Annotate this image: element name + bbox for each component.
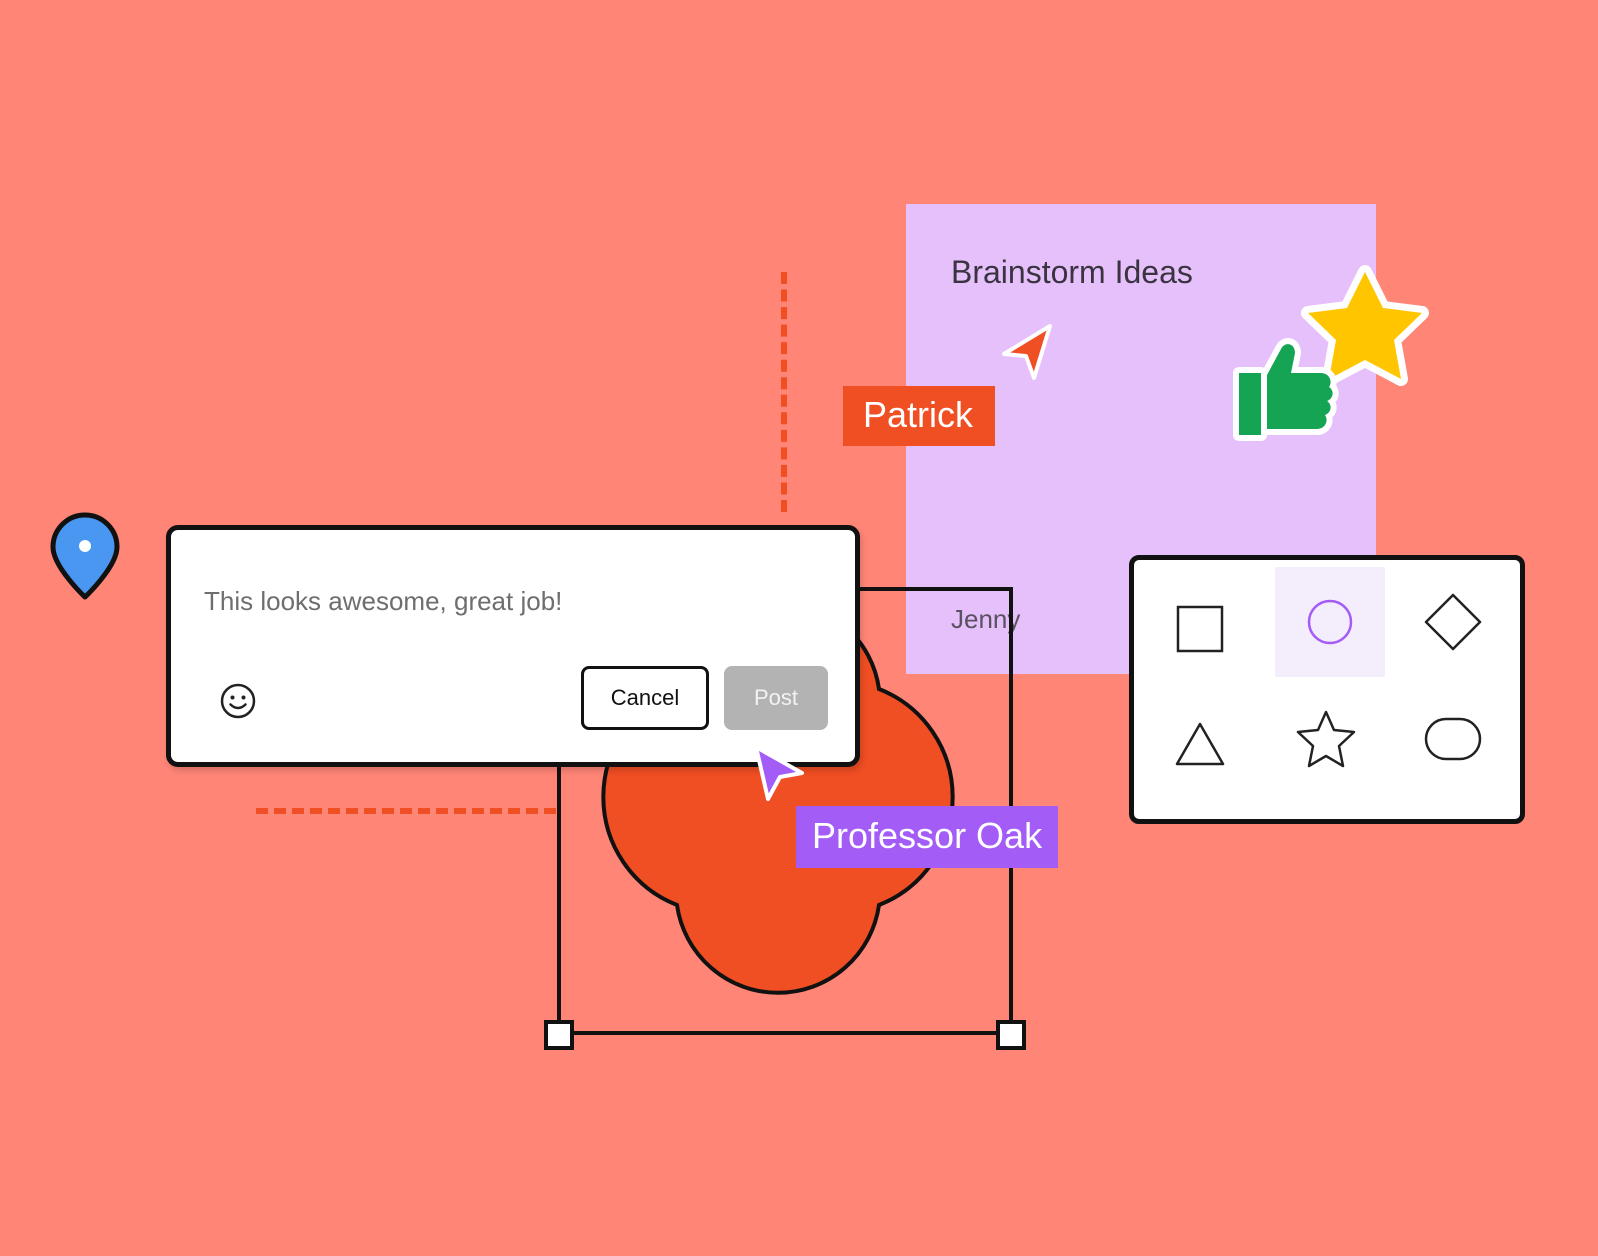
triangle-icon (1175, 722, 1225, 766)
alignment-guide-horizontal (256, 808, 556, 814)
shape-option-square[interactable] (1145, 574, 1255, 684)
rounded-rectangle-icon (1424, 717, 1482, 761)
collaborator-label-professor-oak: Professor Oak (796, 806, 1059, 868)
square-icon (1176, 605, 1224, 653)
circle-icon (1307, 599, 1353, 645)
cancel-button[interactable]: Cancel (581, 666, 709, 730)
smiley-icon[interactable] (219, 682, 257, 720)
patrick-cursor-icon (1002, 324, 1052, 380)
shape-option-triangle[interactable] (1145, 689, 1255, 799)
sticky-note-author: Jenny (951, 604, 1021, 634)
comment-box: This looks awesome, great job! Cancel Po… (166, 525, 860, 767)
resize-handle-bottom-left[interactable] (544, 1020, 574, 1050)
resize-handle-bottom-right[interactable] (996, 1020, 1026, 1050)
shape-picker (1129, 555, 1525, 824)
shape-option-diamond[interactable] (1398, 567, 1508, 677)
alignment-guide-vertical (781, 272, 787, 512)
shape-option-circle[interactable] (1275, 567, 1385, 677)
diamond-icon (1424, 593, 1482, 651)
shape-option-rounded-rectangle[interactable] (1398, 684, 1508, 794)
professor-oak-cursor-icon (754, 745, 804, 801)
shape-option-star[interactable] (1271, 684, 1381, 794)
thumbs-up-sticker-icon[interactable] (1225, 325, 1345, 455)
map-pin-icon[interactable] (47, 511, 123, 603)
star-icon (1296, 710, 1356, 768)
comment-input[interactable]: This looks awesome, great job! (204, 586, 563, 616)
sticky-note-title: Brainstorm Ideas (951, 254, 1193, 290)
post-button[interactable]: Post (724, 666, 828, 730)
collaborator-label-patrick: Patrick (843, 386, 996, 446)
star-sticker-icon[interactable] (1290, 258, 1440, 398)
